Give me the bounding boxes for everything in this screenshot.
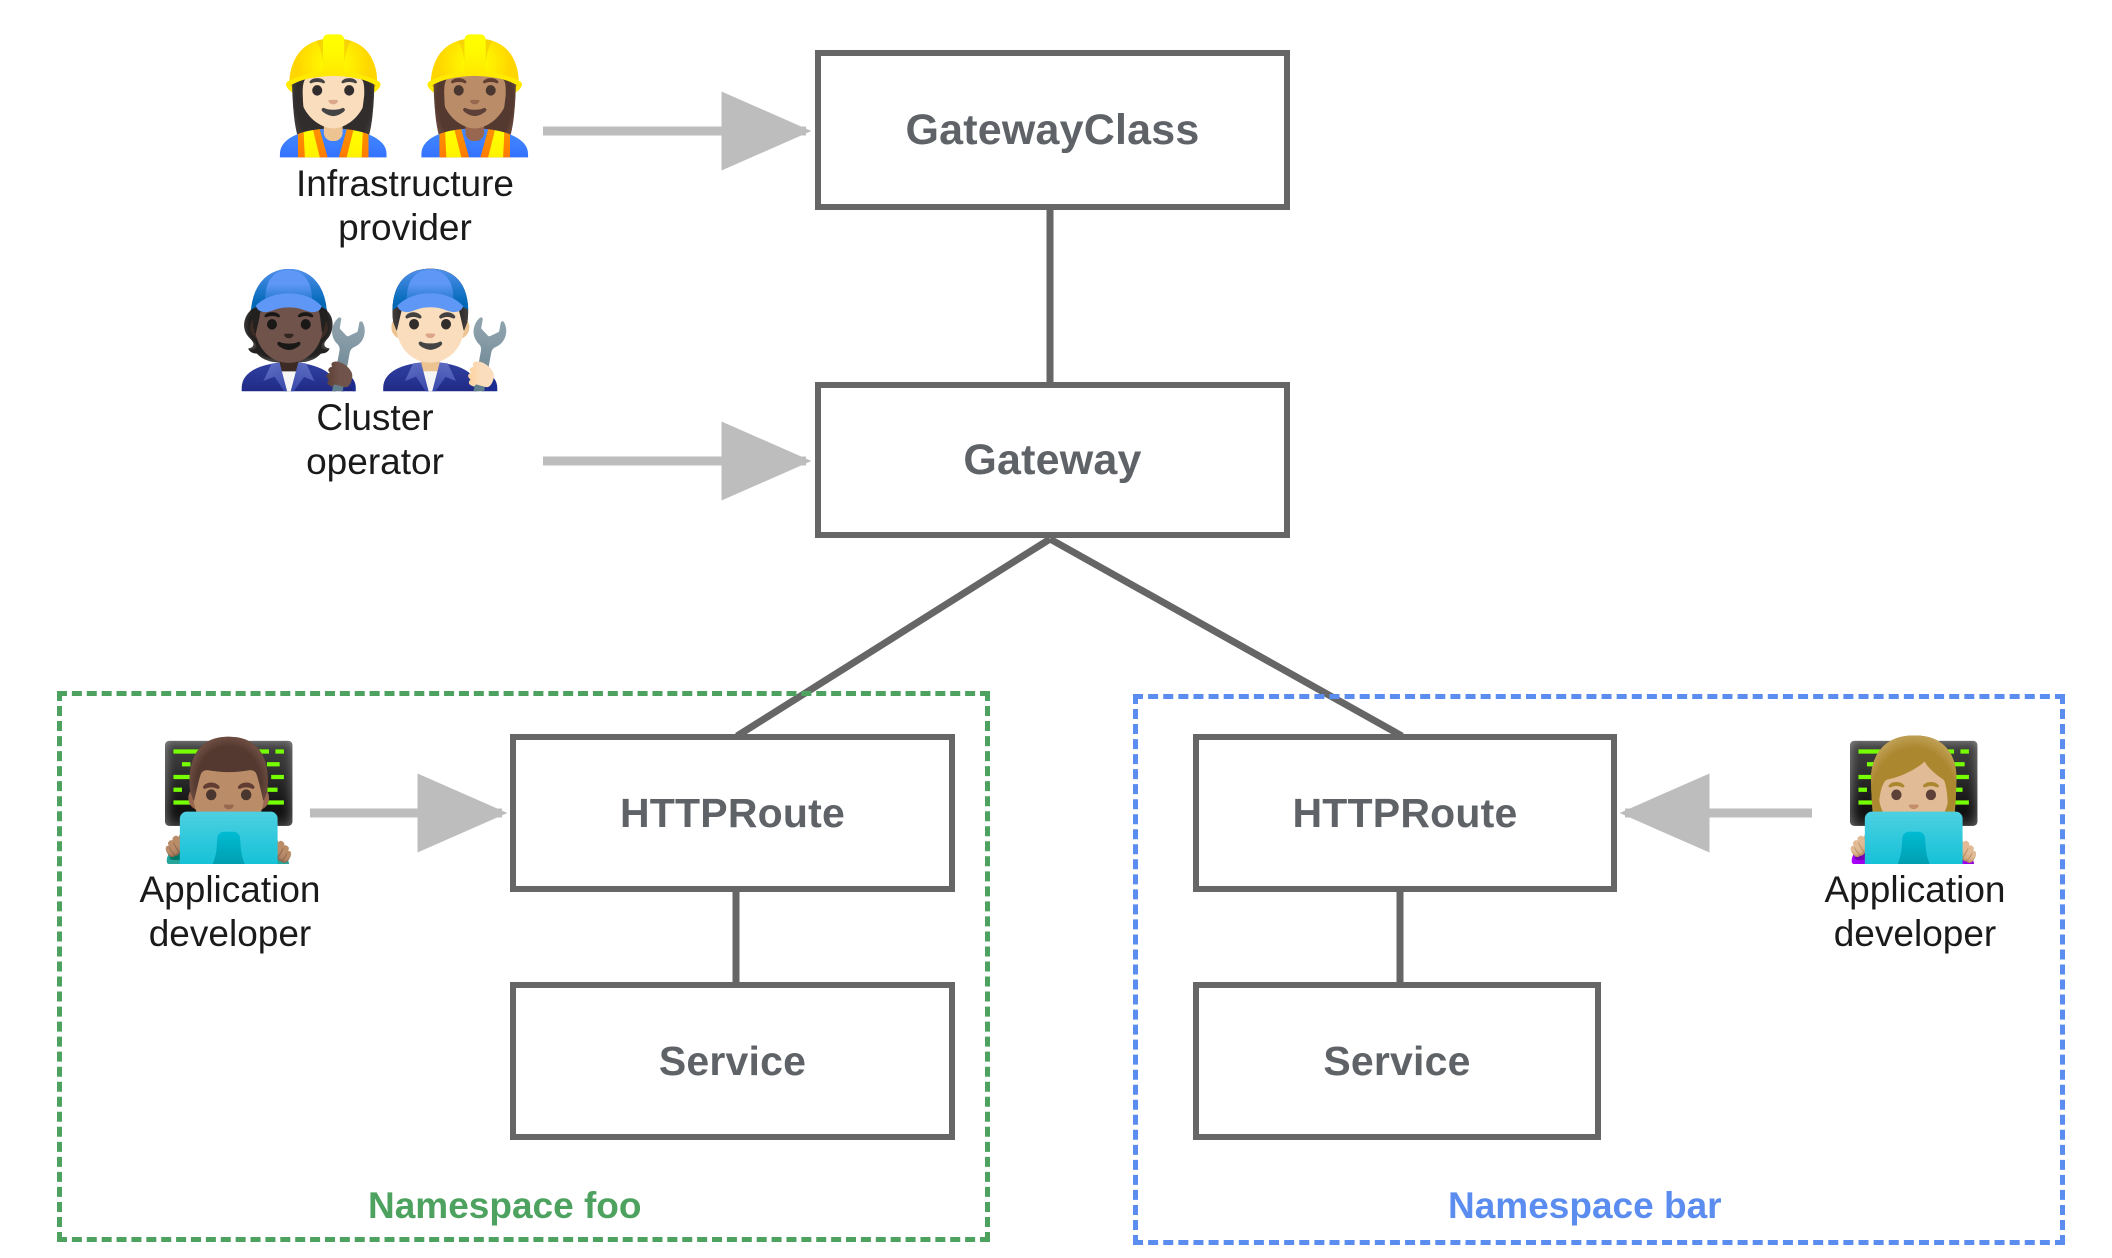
namespace-bar-label: Namespace bar <box>1448 1185 1722 1226</box>
gatewayclass-box[interactable]: GatewayClass <box>815 50 1290 210</box>
persona-app-developer-foo-label: Application developer <box>139 869 321 954</box>
httproute-foo-box[interactable]: HTTPRoute <box>510 734 955 892</box>
construction-worker-icon: 👷🏻‍♀️👷🏽‍♀️ <box>263 33 547 158</box>
service-foo-label: Service <box>658 1037 807 1084</box>
gateway-box[interactable]: Gateway <box>815 382 1290 538</box>
namespace-bar-container <box>1133 694 2065 1245</box>
persona-app-developer-bar-label: Application developer <box>1824 869 2006 954</box>
persona-app-developer-foo: 👨🏽‍💻 Application developer <box>95 742 365 955</box>
namespace-foo-container <box>57 691 990 1242</box>
mechanic-icon: 🧑🏿‍🔧👨🏻‍🔧 <box>233 267 517 392</box>
gateway-label: Gateway <box>963 435 1142 484</box>
technologist-icon: 👨🏽‍💻 <box>156 735 304 865</box>
namespace-foo-label: Namespace foo <box>368 1185 642 1226</box>
service-foo-box[interactable]: Service <box>510 982 955 1140</box>
service-bar-box[interactable]: Service <box>1193 982 1601 1140</box>
persona-cluster-operator-label: Cluster operator <box>306 397 444 482</box>
httproute-foo-label: HTTPRoute <box>620 789 845 836</box>
persona-infrastructure-provider-label: Infrastructure provider <box>296 163 514 248</box>
service-bar-label: Service <box>1323 1037 1471 1084</box>
technologist-icon: 👩🏼‍💻 <box>1841 735 1989 865</box>
gatewayclass-label: GatewayClass <box>905 105 1200 154</box>
persona-cluster-operator: 🧑🏿‍🔧👨🏻‍🔧 Cluster operator <box>230 274 520 483</box>
httproute-bar-box[interactable]: HTTPRoute <box>1193 734 1617 892</box>
httproute-bar-label: HTTPRoute <box>1292 789 1518 836</box>
persona-infrastructure-provider: 👷🏻‍♀️👷🏽‍♀️ Infrastructure provider <box>230 40 580 249</box>
persona-app-developer-bar: 👩🏼‍💻 Application developer <box>1780 742 2050 955</box>
